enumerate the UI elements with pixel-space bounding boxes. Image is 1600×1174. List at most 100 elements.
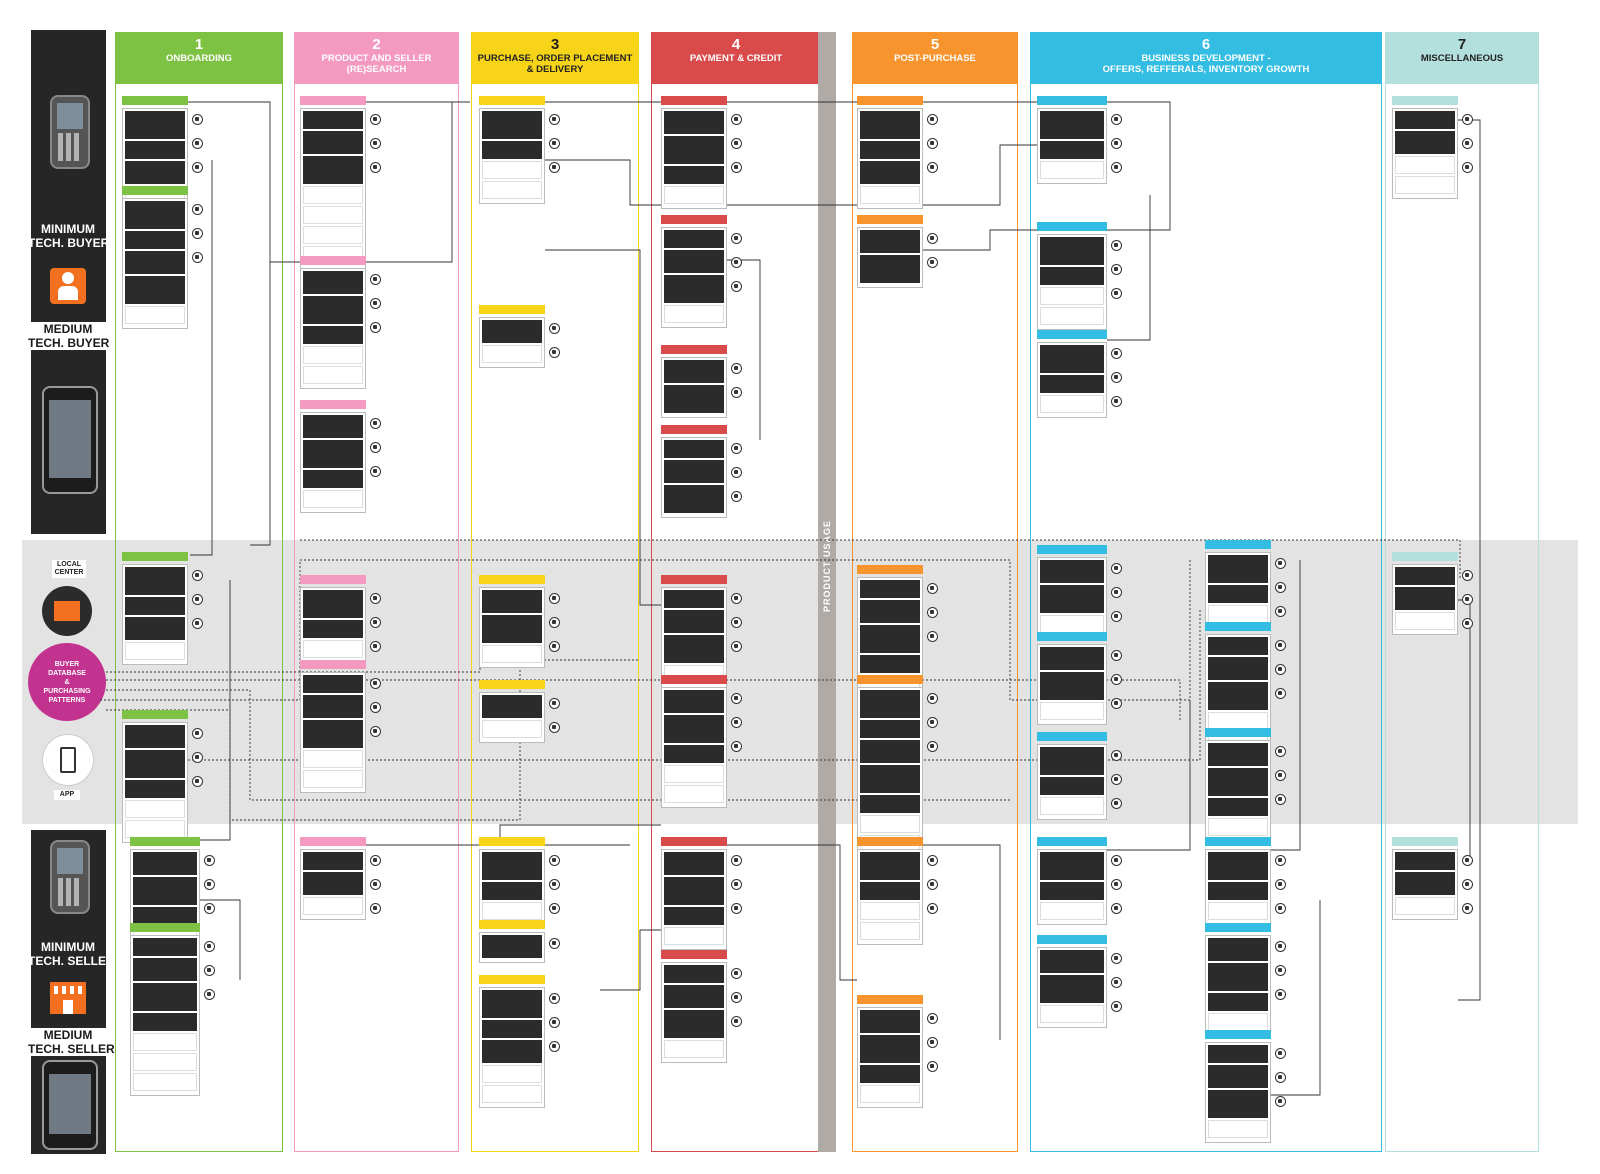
route-dark (303, 590, 363, 618)
route-dark (125, 201, 185, 229)
channel-icon (927, 583, 938, 594)
step-routes (661, 587, 727, 688)
route-dark (133, 1013, 197, 1031)
route-light (303, 346, 363, 364)
step-card (661, 215, 727, 328)
step-tag (122, 96, 188, 105)
channel-icon (731, 387, 742, 398)
app-label: APP (54, 790, 80, 800)
column-number: 6 (1201, 36, 1211, 53)
route-dark (664, 1010, 724, 1038)
route-light (1208, 902, 1268, 920)
route-dark (133, 877, 197, 905)
route-dark (1040, 777, 1104, 795)
route-dark (664, 590, 724, 608)
step-card (857, 995, 923, 1108)
step-tag (300, 660, 366, 669)
step-routes (479, 692, 545, 743)
channel-icon (204, 965, 215, 976)
route-dark (1040, 852, 1104, 880)
route-dark (1395, 111, 1455, 129)
route-dark (664, 136, 724, 164)
channel-icon (1111, 611, 1122, 622)
route-dark (1395, 567, 1455, 585)
step-card (1392, 552, 1458, 635)
step-routes (661, 962, 727, 1063)
connector-line (1107, 195, 1151, 341)
channel-icon (1111, 750, 1122, 761)
route-dark (303, 470, 363, 488)
route-dark (303, 695, 363, 718)
step-tag (1205, 1030, 1271, 1039)
route-light (1395, 897, 1455, 915)
step-card (300, 837, 366, 920)
step-tag (300, 575, 366, 584)
channel-icon (731, 968, 742, 979)
route-dark (133, 852, 197, 875)
route-dark (133, 938, 197, 956)
step-tag (1205, 728, 1271, 737)
channel-icon (192, 570, 203, 581)
step-tag (130, 837, 200, 846)
channel-icon (370, 162, 381, 173)
route-dark (860, 765, 920, 793)
route-dark (860, 141, 920, 159)
route-dark (303, 271, 363, 294)
route-light (1395, 176, 1455, 194)
route-dark (860, 161, 920, 184)
column-number: 3 (550, 36, 560, 53)
column-number: 5 (930, 36, 940, 53)
channel-icon (1111, 650, 1122, 661)
step-tag (1205, 540, 1271, 549)
route-dark (860, 230, 920, 253)
step-card (857, 675, 923, 858)
route-dark (1040, 882, 1104, 900)
channel-icon (549, 698, 560, 709)
channel-icon (731, 162, 742, 173)
column-title: POST-PURCHASE (894, 53, 976, 64)
channel-icon (1111, 855, 1122, 866)
step-card (122, 552, 188, 665)
channel-icon (192, 138, 203, 149)
route-dark (664, 440, 724, 458)
connector-line (1458, 119, 1481, 1001)
channel-icon (1275, 664, 1286, 675)
route-dark (664, 275, 724, 303)
connector-line (1107, 700, 1191, 851)
channel-icon (1462, 903, 1473, 914)
step-routes (1037, 342, 1107, 418)
column-title: MISCELLANEOUS (1420, 53, 1504, 64)
step-tag (661, 575, 727, 584)
channel-icon (192, 776, 203, 787)
channel-icon (1111, 563, 1122, 574)
step-card (479, 920, 545, 963)
product-usage-divider (818, 32, 836, 1152)
route-dark (303, 156, 363, 184)
step-routes (661, 357, 727, 418)
step-routes (122, 564, 188, 665)
channel-icon (927, 233, 938, 244)
channel-icon (370, 879, 381, 890)
step-routes (661, 687, 727, 808)
connector-line (180, 610, 1201, 761)
connector-line (300, 539, 1461, 580)
step-tag (1037, 632, 1107, 641)
channel-icon (192, 114, 203, 125)
channel-icon (731, 879, 742, 890)
step-routes (300, 412, 366, 513)
route-dark (1040, 237, 1104, 265)
channel-icon (1462, 570, 1473, 581)
channel-icon (204, 941, 215, 952)
route-dark (860, 600, 920, 623)
channel-icon (549, 323, 560, 334)
channel-icon (1275, 1096, 1286, 1107)
channel-icon (370, 702, 381, 713)
step-tag (479, 920, 545, 929)
channel-icon (731, 281, 742, 292)
step-routes (122, 198, 188, 329)
route-dark (1040, 950, 1104, 973)
channel-icon (549, 993, 560, 1004)
route-light (482, 902, 542, 920)
route-dark (1208, 657, 1268, 680)
